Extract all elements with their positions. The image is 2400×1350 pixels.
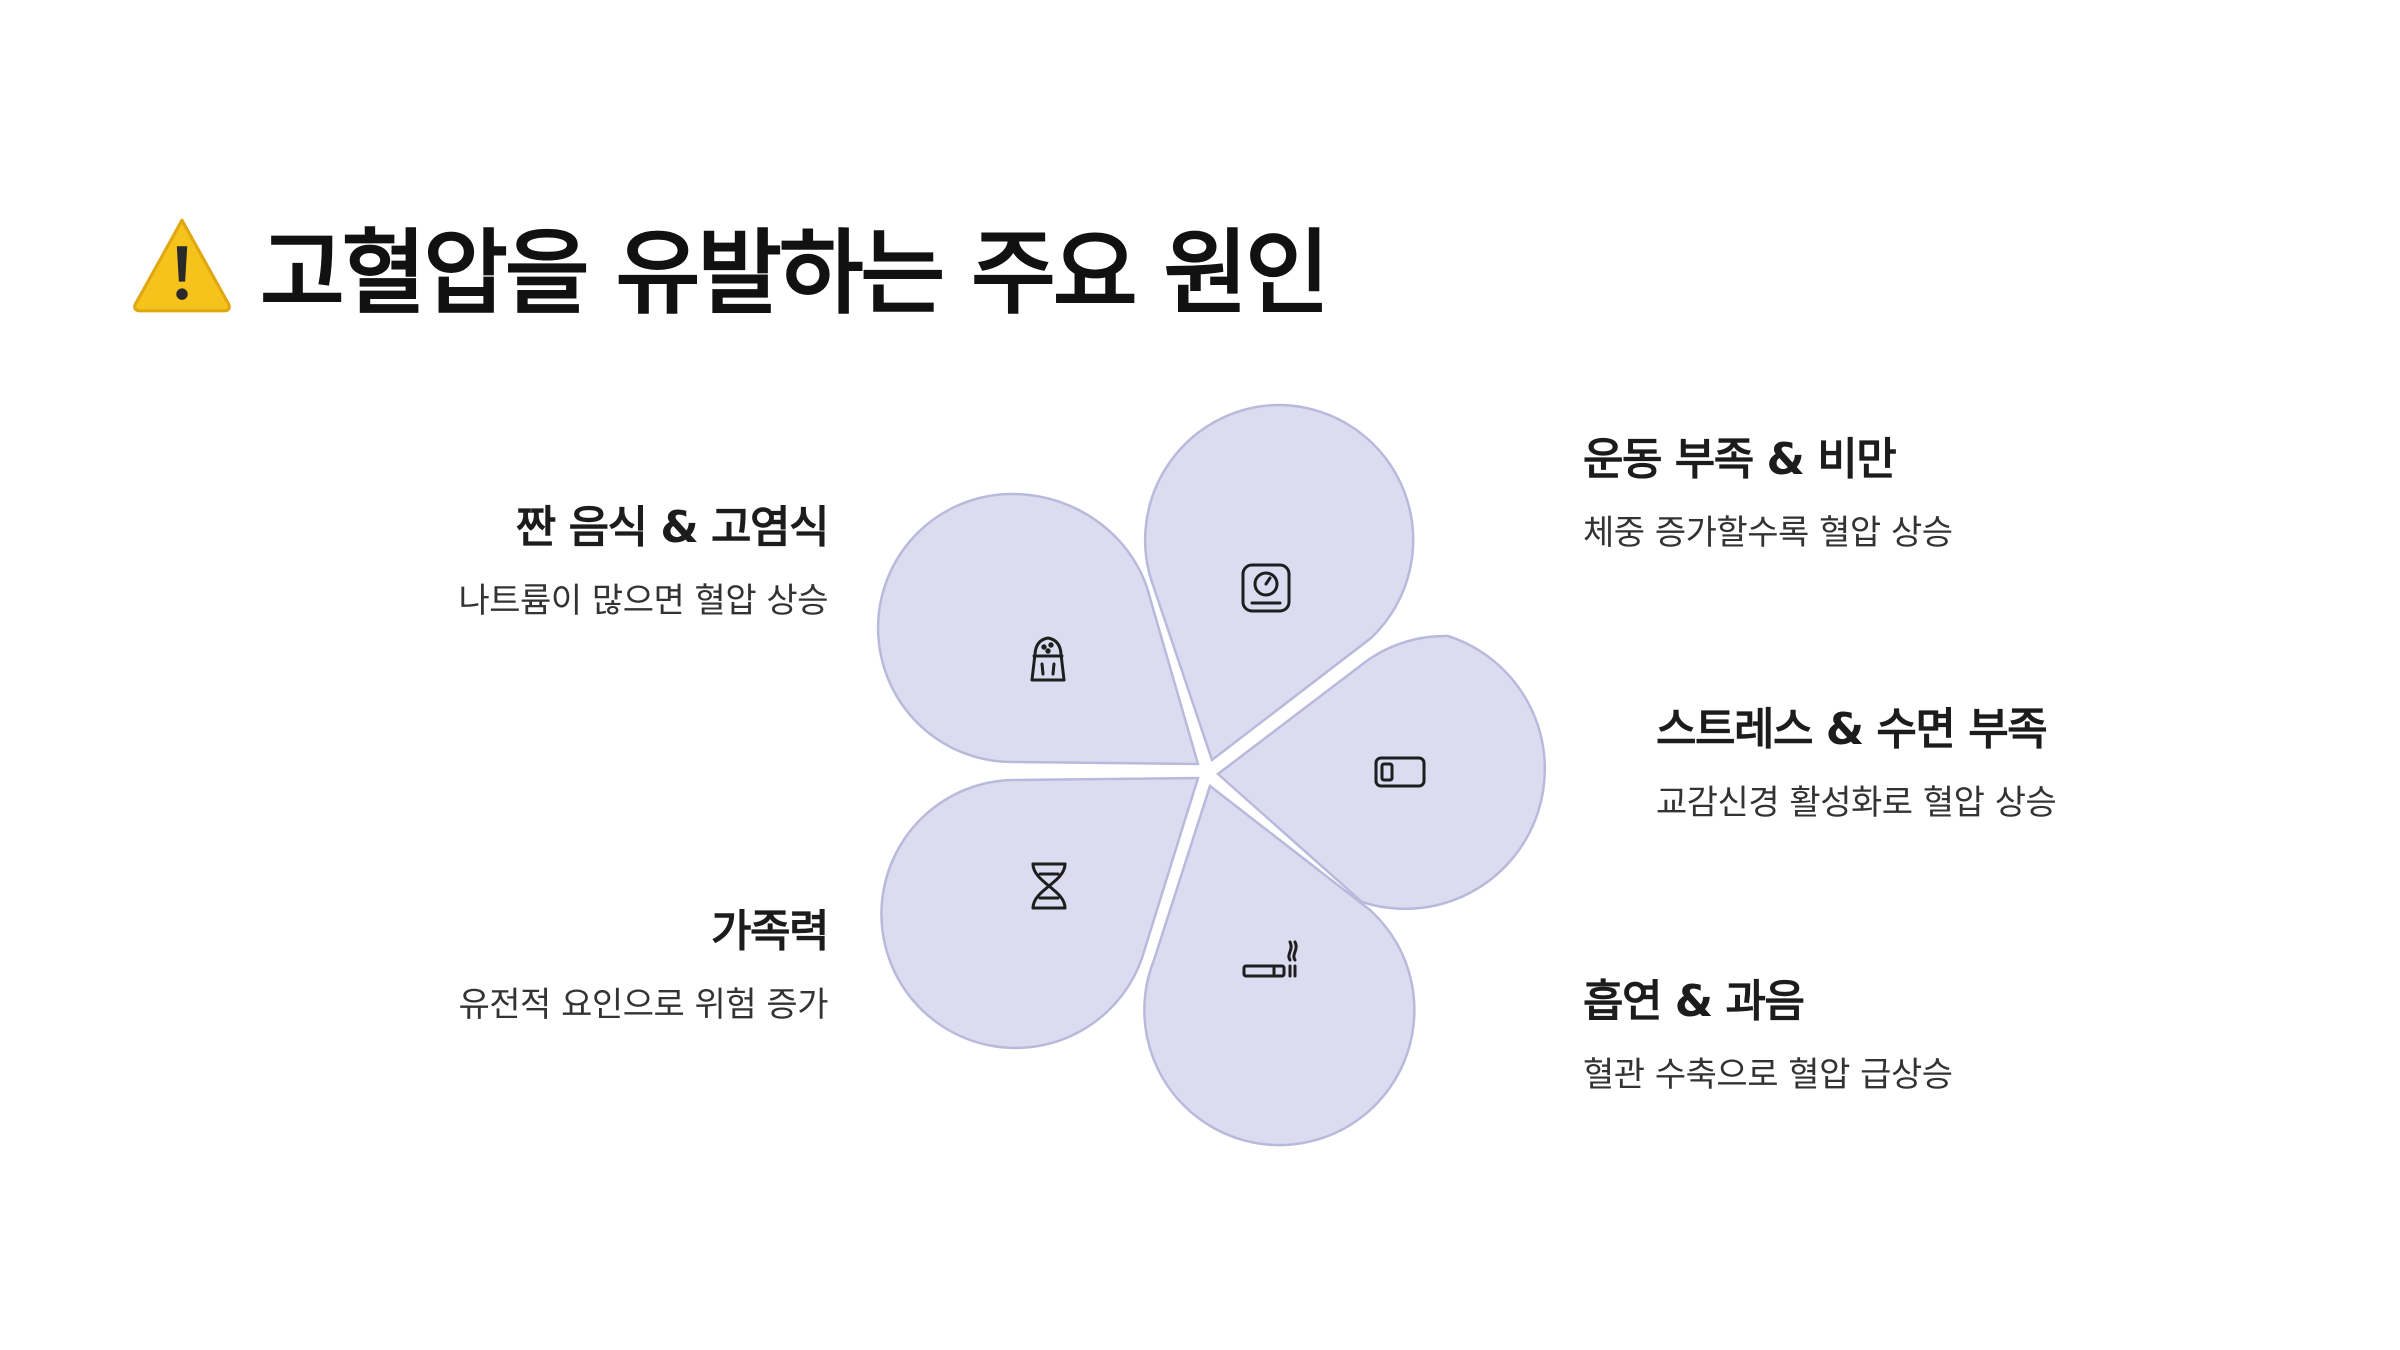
petal-family xyxy=(880,776,1200,1050)
warning-icon xyxy=(133,218,231,313)
factor-stress: 스트레스 & 수면 부족 교감신경 활성화로 혈압 상승 xyxy=(1656,700,2057,828)
factor-family: 가족력 유전적 요인으로 위험 증가 xyxy=(458,902,829,1030)
cigarette-icon xyxy=(1242,940,1298,978)
page-title: 고혈압을 유발하는 주요 원인 xyxy=(130,200,1330,330)
factor-exercise-title: 운동 부족 & 비만 xyxy=(1583,434,1897,485)
factor-salt: 짠 음식 & 고염식 나트륨이 많으면 혈압 상승 xyxy=(458,498,830,626)
petal-stress xyxy=(1216,634,1547,910)
factor-stress-title: 스트레스 & 수면 부족 xyxy=(1656,704,2048,755)
petal-exercise xyxy=(1143,403,1415,763)
factor-smoking-title: 흡연 & 과음 xyxy=(1583,976,1805,1027)
petal-smoking xyxy=(1143,783,1416,1147)
page-title-text: 고혈압을 유발하는 주요 원인 xyxy=(260,219,1330,327)
factor-exercise-desc: 체중 증가할수록 혈압 상승 xyxy=(1583,513,1953,553)
factor-family-desc: 유전적 요인으로 위험 증가 xyxy=(458,985,828,1025)
salt-shaker-icon xyxy=(1030,636,1066,682)
factor-smoking: 흡연 & 과음 혈관 수축으로 혈압 급상승 xyxy=(1583,972,1953,1100)
low-battery-icon xyxy=(1374,756,1426,788)
factor-salt-desc: 나트륨이 많으면 혈압 상승 xyxy=(458,581,828,621)
factor-stress-desc: 교감신경 활성화로 혈압 상승 xyxy=(1656,783,2057,823)
factor-smoking-desc: 혈관 수축으로 혈압 급상승 xyxy=(1583,1055,1953,1095)
dna-icon xyxy=(1031,862,1067,910)
factor-salt-title: 짠 음식 & 고염식 xyxy=(515,502,830,553)
petal-salt xyxy=(876,492,1200,766)
factor-family-title: 가족력 xyxy=(711,906,829,957)
factor-exercise: 운동 부족 & 비만 체중 증가할수록 혈압 상승 xyxy=(1583,430,1953,558)
weight-scale-icon xyxy=(1241,563,1291,613)
